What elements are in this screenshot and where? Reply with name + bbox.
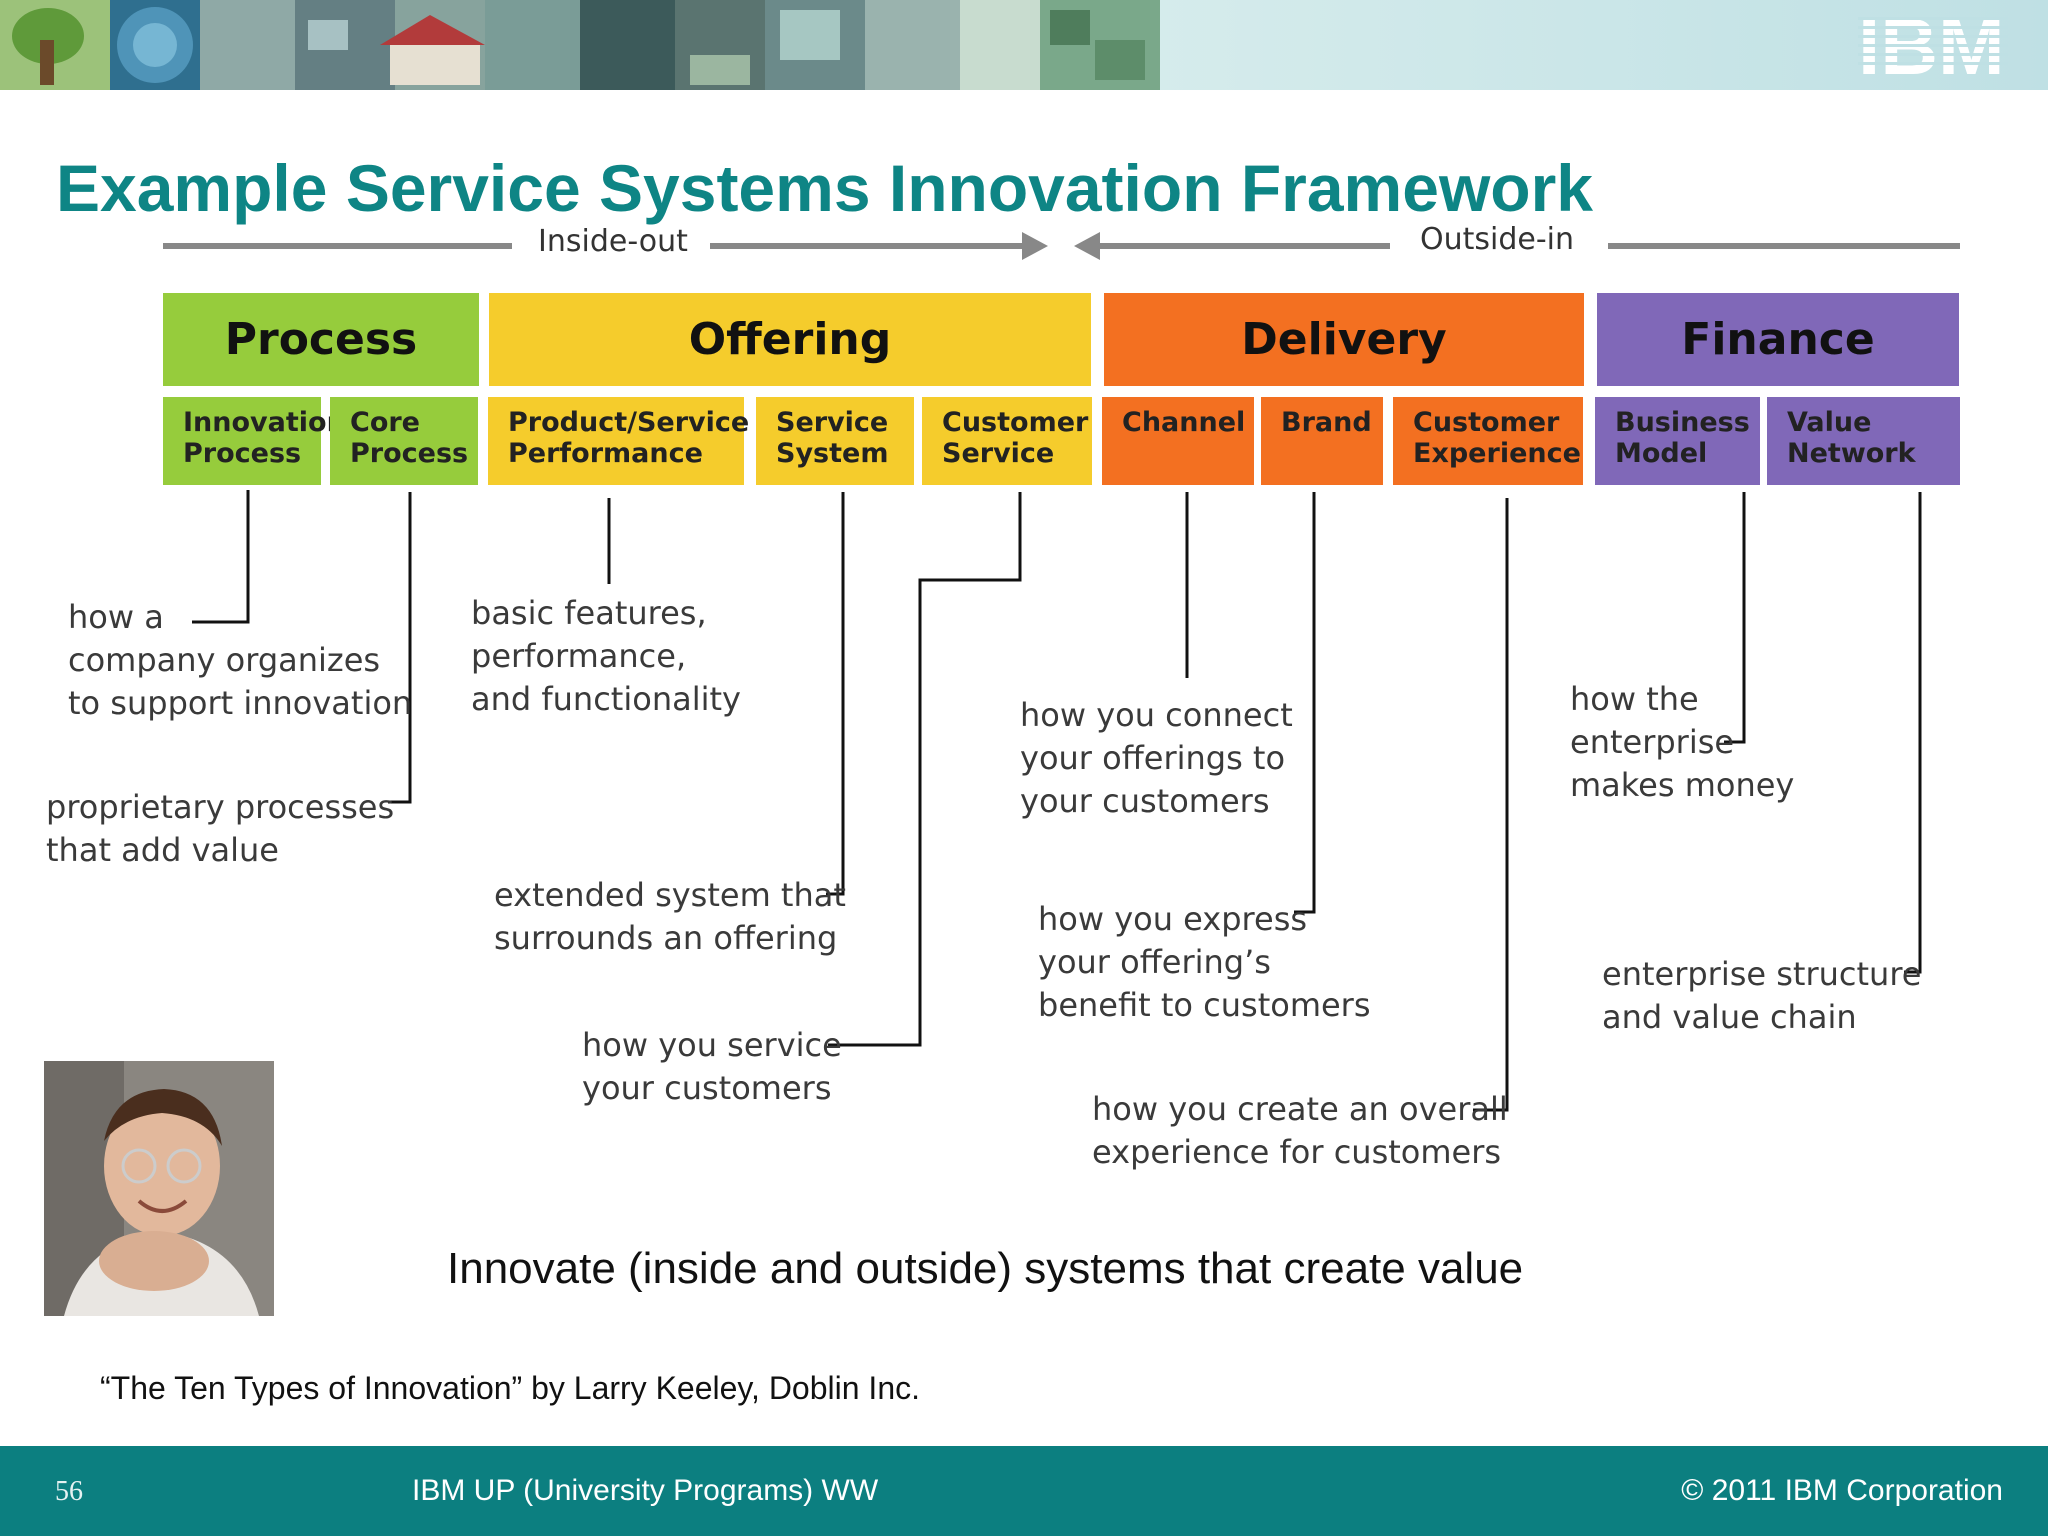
- desc-core-process: proprietary processes that add value: [46, 788, 395, 869]
- page-number: 56: [55, 1476, 83, 1507]
- category-offering: Offering: [489, 293, 1091, 386]
- footer-copyright: © 2011 IBM Corporation: [1681, 1474, 2003, 1507]
- header-banner: IBM: [0, 0, 2048, 90]
- category-process: Process: [163, 293, 479, 386]
- banner-photo-strip: [0, 0, 1160, 90]
- author-portrait: [44, 1061, 274, 1316]
- footer-program: IBM UP (University Programs) WW: [412, 1474, 879, 1507]
- desc-brand: how you express your offering’s benefit …: [1038, 900, 1371, 1024]
- desc-innovation-process: how a company organizes to support innov…: [68, 598, 413, 722]
- desc-value-network: enterprise structure and value chain: [1602, 955, 1922, 1036]
- slide-caption: Innovate (inside and outside) systems th…: [447, 1244, 1524, 1293]
- outside-in-label: Outside-in: [1420, 222, 1575, 257]
- desc-business-model: how the enterprise makes money: [1570, 680, 1795, 804]
- slide-citation: “The Ten Types of Innovation” by Larry K…: [100, 1370, 920, 1406]
- footer-bar: 56 IBM UP (University Programs) WW © 201…: [0, 1446, 2048, 1536]
- arrow-right-icon: [1022, 232, 1048, 260]
- direction-arrows: [163, 232, 1960, 260]
- category-delivery: Delivery: [1104, 293, 1584, 386]
- connector-lines: [192, 490, 1922, 1112]
- desc-product-performance: basic features, performance, and functio…: [471, 594, 741, 718]
- category-finance: Finance: [1597, 293, 1959, 386]
- slide-title: Example Service Systems Innovation Frame…: [56, 151, 1593, 225]
- inside-out-label: Inside-out: [538, 224, 688, 259]
- desc-customer-experience: how you create an overall experience for…: [1092, 1090, 1508, 1171]
- ibm-logo: IBM: [1858, 2, 2008, 90]
- arrow-left-icon: [1074, 232, 1100, 260]
- desc-channel: how you connect your offerings to your c…: [1020, 696, 1293, 820]
- desc-customer-service: how you service your customers: [582, 1026, 842, 1107]
- type-brand: Brand: [1261, 397, 1383, 485]
- type-channel: Channel: [1102, 397, 1254, 485]
- desc-service-system: extended system that surrounds an offeri…: [494, 876, 846, 957]
